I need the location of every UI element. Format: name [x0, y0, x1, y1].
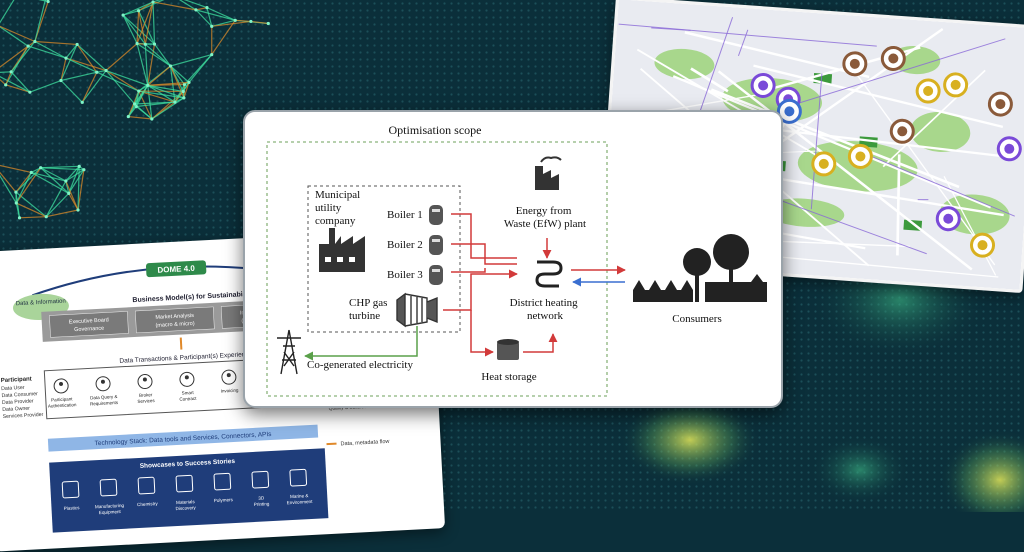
- mesh-node: [249, 20, 252, 23]
- mesh-node: [144, 43, 147, 46]
- transactions-title: Data Transactions & Participant(s) Exper…: [119, 351, 253, 365]
- transaction-label: ParticipantAuthentication: [47, 396, 77, 409]
- transaction-icon-dot: [185, 375, 189, 379]
- boiler-icon: [429, 265, 443, 285]
- mesh-node: [14, 191, 17, 194]
- utility-label: Municipal utility company: [315, 189, 363, 227]
- electricity-label: Co-generated electricity: [307, 359, 413, 371]
- efw-plant-icon: [535, 157, 561, 190]
- transaction-label: Data Query &Requirements: [90, 394, 119, 406]
- mesh-node: [27, 45, 30, 48]
- boiler-icon-band: [432, 209, 440, 212]
- boiler-label: Boiler 3: [387, 269, 423, 281]
- showcase-label: MaterialsDiscovery: [175, 499, 196, 511]
- boiler-icon: [429, 235, 443, 255]
- transaction-icon-dot: [143, 377, 147, 381]
- participant-label: Participant: [1, 376, 32, 384]
- heat-storage-label: Heat storage: [481, 371, 536, 383]
- mesh-node: [30, 171, 33, 174]
- mesh-node: [47, 0, 50, 3]
- pylon-icon: [277, 330, 301, 374]
- mesh-node: [194, 8, 197, 11]
- mesh-node: [187, 81, 190, 84]
- mesh-node: [137, 9, 140, 12]
- mesh-node: [104, 69, 107, 72]
- electricity-flow: [305, 326, 417, 356]
- transaction-icon: [138, 374, 153, 389]
- mesh-node: [4, 83, 7, 86]
- mesh-node: [67, 192, 70, 195]
- mesh-node: [64, 179, 67, 182]
- mesh-node: [76, 43, 79, 46]
- mesh-node: [169, 64, 172, 67]
- transaction-icon-dot: [101, 380, 105, 384]
- optimisation-diagram-card: Optimisation scope Municipal utility com…: [243, 110, 783, 408]
- mesh-node: [81, 101, 84, 104]
- mesh-node: [39, 166, 42, 169]
- mesh-node: [210, 25, 213, 28]
- mesh-node: [127, 115, 130, 118]
- mesh-node: [151, 0, 154, 3]
- district-heating-icon: [537, 262, 561, 286]
- transaction-icon-dot: [59, 382, 63, 386]
- showcase-label: Polymers: [214, 497, 234, 503]
- showcase-label: ManufacturingEquipment: [95, 503, 125, 516]
- mesh-node: [135, 42, 138, 45]
- mesh-node: [234, 19, 237, 22]
- transaction-icon-dot: [227, 373, 231, 377]
- district-label: District heating network: [510, 297, 581, 322]
- consumers-icon: [633, 234, 767, 302]
- mesh-node: [59, 79, 62, 82]
- mesh-node: [182, 96, 185, 99]
- mesh-node: [133, 102, 136, 105]
- mesh-node: [267, 22, 270, 25]
- mesh-node: [76, 208, 79, 211]
- consumers-label: Consumers: [672, 313, 722, 325]
- mesh-node: [150, 117, 153, 120]
- boiler-label: Boiler 2: [387, 239, 423, 251]
- mesh-node: [205, 6, 208, 9]
- scope-title: Optimisation scope: [389, 123, 482, 137]
- transaction-label: BrokerServices: [137, 392, 156, 404]
- boiler-icon-band: [432, 239, 440, 242]
- mesh-node: [173, 100, 176, 103]
- mesh-node: [64, 56, 67, 59]
- transaction-label: SmartContract: [179, 390, 197, 402]
- chp-label: CHP gas turbine: [349, 297, 390, 322]
- mesh-node: [78, 165, 81, 168]
- boiler-icon: [429, 205, 443, 225]
- mesh-node: [33, 40, 36, 43]
- flow-label: Data, metadata flow: [340, 439, 389, 448]
- mesh-node: [122, 13, 125, 16]
- mesh-node: [28, 91, 31, 94]
- efw-label: Energy from Waste (EfW) plant: [504, 205, 586, 230]
- mesh-node: [18, 216, 21, 219]
- boiler-icon-band: [432, 269, 440, 272]
- mesh-node: [10, 70, 13, 73]
- mesh-node: [182, 90, 185, 93]
- heat-flows: [443, 214, 625, 352]
- participant-role: Services Provider: [3, 412, 44, 420]
- mesh-node: [15, 201, 18, 204]
- mesh-node: [210, 53, 213, 56]
- mesh-node: [95, 71, 98, 74]
- mesh-node: [153, 42, 156, 45]
- showcase-label: Plastics: [63, 505, 80, 511]
- mesh-node: [137, 89, 140, 92]
- heat-storage-icon: [497, 339, 519, 360]
- gas-turbine-icon: [397, 294, 437, 326]
- mesh-node: [82, 168, 85, 171]
- boiler-label: Boiler 1: [387, 209, 423, 221]
- factory-icon: [319, 228, 365, 272]
- mesh-node: [146, 84, 149, 87]
- transaction-label: Invoicing: [221, 388, 239, 394]
- mesh-node: [45, 215, 48, 218]
